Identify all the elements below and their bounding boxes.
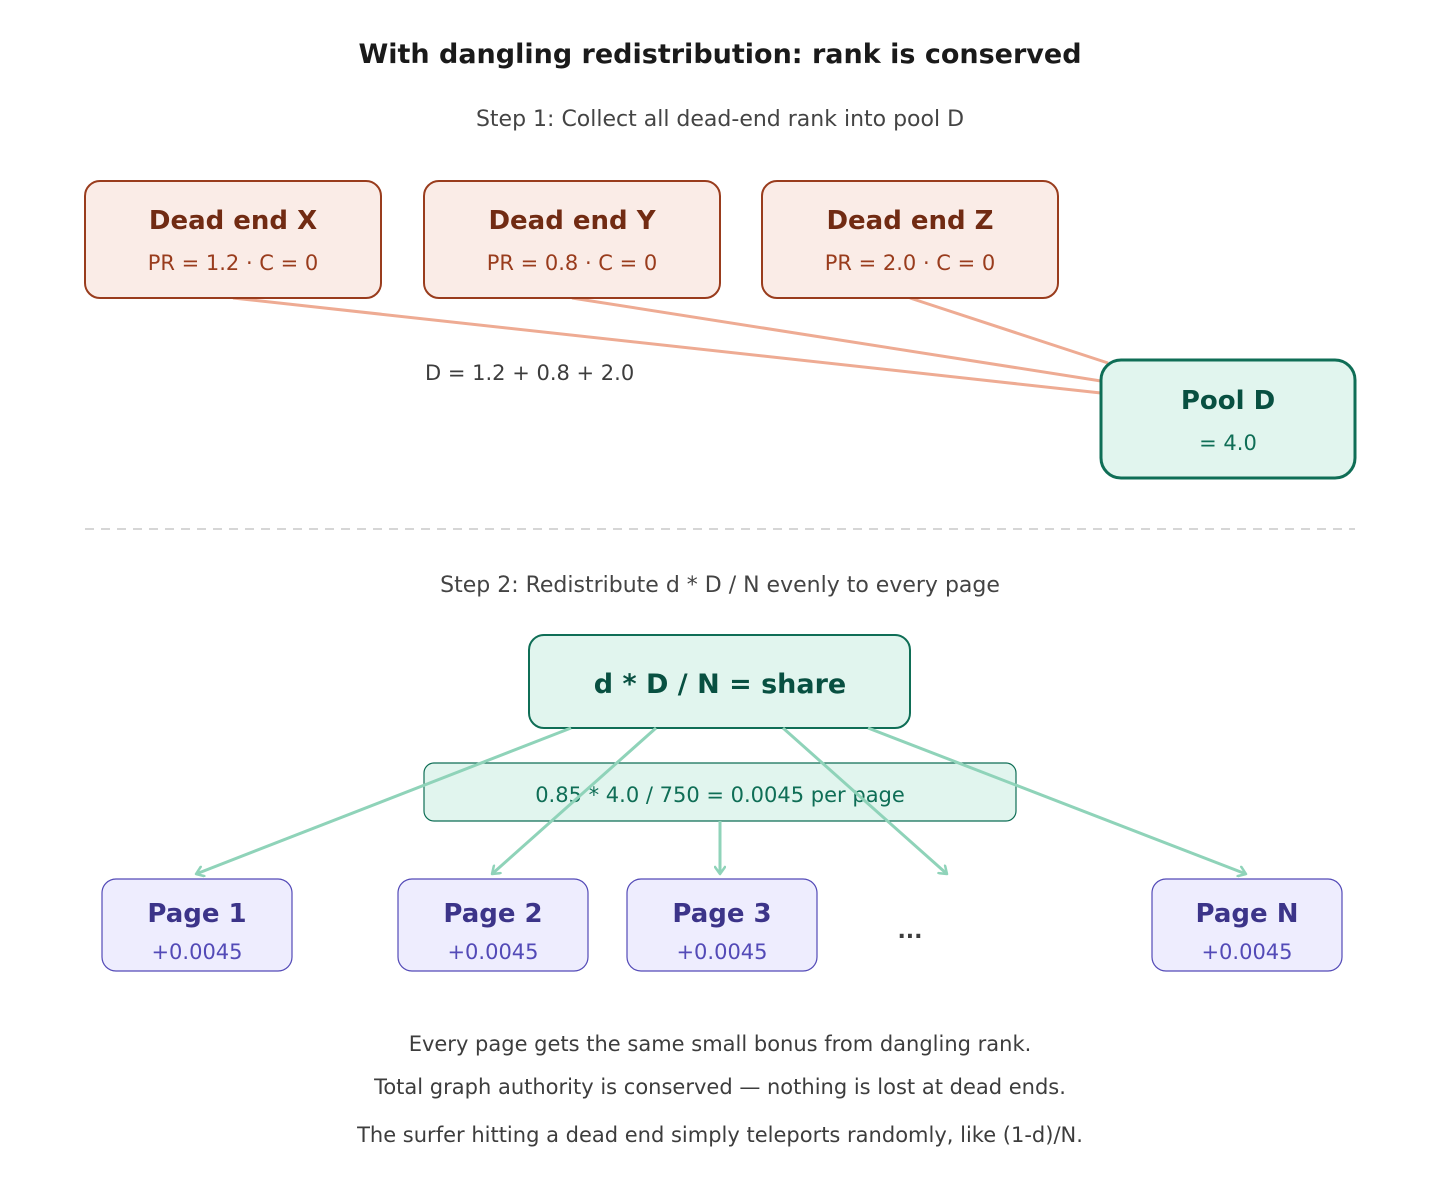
- page-3: Page 3 +0.0045: [626, 878, 818, 972]
- dead-end-x: Dead end X PR = 1.2 · C = 0: [84, 180, 382, 299]
- arrow-to-page-2: [492, 726, 657, 874]
- dead-end-y-name: Dead end Y: [488, 206, 656, 236]
- dead-end-x-name: Dead end X: [149, 206, 317, 236]
- dead-end-z: Dead end Z PR = 2.0 · C = 0: [761, 180, 1059, 299]
- arrow-to-page-n: [867, 726, 1246, 874]
- calculation-box: 0.85 * 4.0 / 750 = 0.0045 per page: [423, 762, 1017, 822]
- link-z-to-pool: [909, 296, 1109, 365]
- dead-end-links: [232, 296, 1109, 395]
- calculation-text: 0.85 * 4.0 / 750 = 0.0045 per page: [535, 783, 905, 807]
- dead-end-y-detail: PR = 0.8 · C = 0: [487, 251, 658, 275]
- step2-label: Step 2: Redistribute d * D / N evenly to…: [440, 573, 1000, 598]
- note-line-2: Total graph authority is conserved — not…: [373, 1075, 1066, 1099]
- page-2-bonus: +0.0045: [447, 940, 538, 964]
- link-x-to-pool: [232, 296, 1102, 395]
- page-2-name: Page 2: [443, 899, 542, 929]
- more-pages-ellipsis: ...: [897, 919, 922, 944]
- page-2: Page 2 +0.0045: [397, 878, 589, 972]
- pool-d: Pool D = 4.0: [1099, 358, 1357, 480]
- page-1-name: Page 1: [147, 899, 246, 929]
- arrow-to-page-1: [196, 726, 572, 874]
- dead-end-z-name: Dead end Z: [826, 206, 993, 236]
- dead-end-x-detail: PR = 1.2 · C = 0: [148, 251, 319, 275]
- share-formula: d * D / N = share: [594, 669, 846, 700]
- pool-sum-formula: D = 1.2 + 0.8 + 2.0: [425, 361, 634, 385]
- page-3-bonus: +0.0045: [676, 940, 767, 964]
- link-y-to-pool: [571, 296, 1102, 383]
- page-1: Page 1 +0.0045: [101, 878, 293, 972]
- dead-end-z-detail: PR = 2.0 · C = 0: [825, 251, 996, 275]
- note-line-1: Every page gets the same small bonus fro…: [409, 1032, 1032, 1056]
- page-1-bonus: +0.0045: [151, 940, 242, 964]
- diagram-title: With dangling redistribution: rank is co…: [358, 39, 1081, 70]
- share-formula-box: d * D / N = share: [528, 634, 911, 729]
- step1-label: Step 1: Collect all dead-end rank into p…: [476, 107, 964, 132]
- arrow-to-ellipsis: [782, 726, 947, 874]
- pool-d-value: = 4.0: [1199, 431, 1257, 455]
- redistribution-arrows: [196, 726, 1246, 874]
- page-n: Page N +0.0045: [1151, 878, 1343, 972]
- dead-end-y: Dead end Y PR = 0.8 · C = 0: [423, 180, 721, 299]
- page-3-name: Page 3: [672, 899, 771, 929]
- page-n-name: Page N: [1196, 899, 1299, 929]
- page-n-bonus: +0.0045: [1201, 940, 1292, 964]
- pool-d-name: Pool D: [1181, 386, 1275, 416]
- note-line-3: The surfer hitting a dead end simply tel…: [356, 1123, 1083, 1147]
